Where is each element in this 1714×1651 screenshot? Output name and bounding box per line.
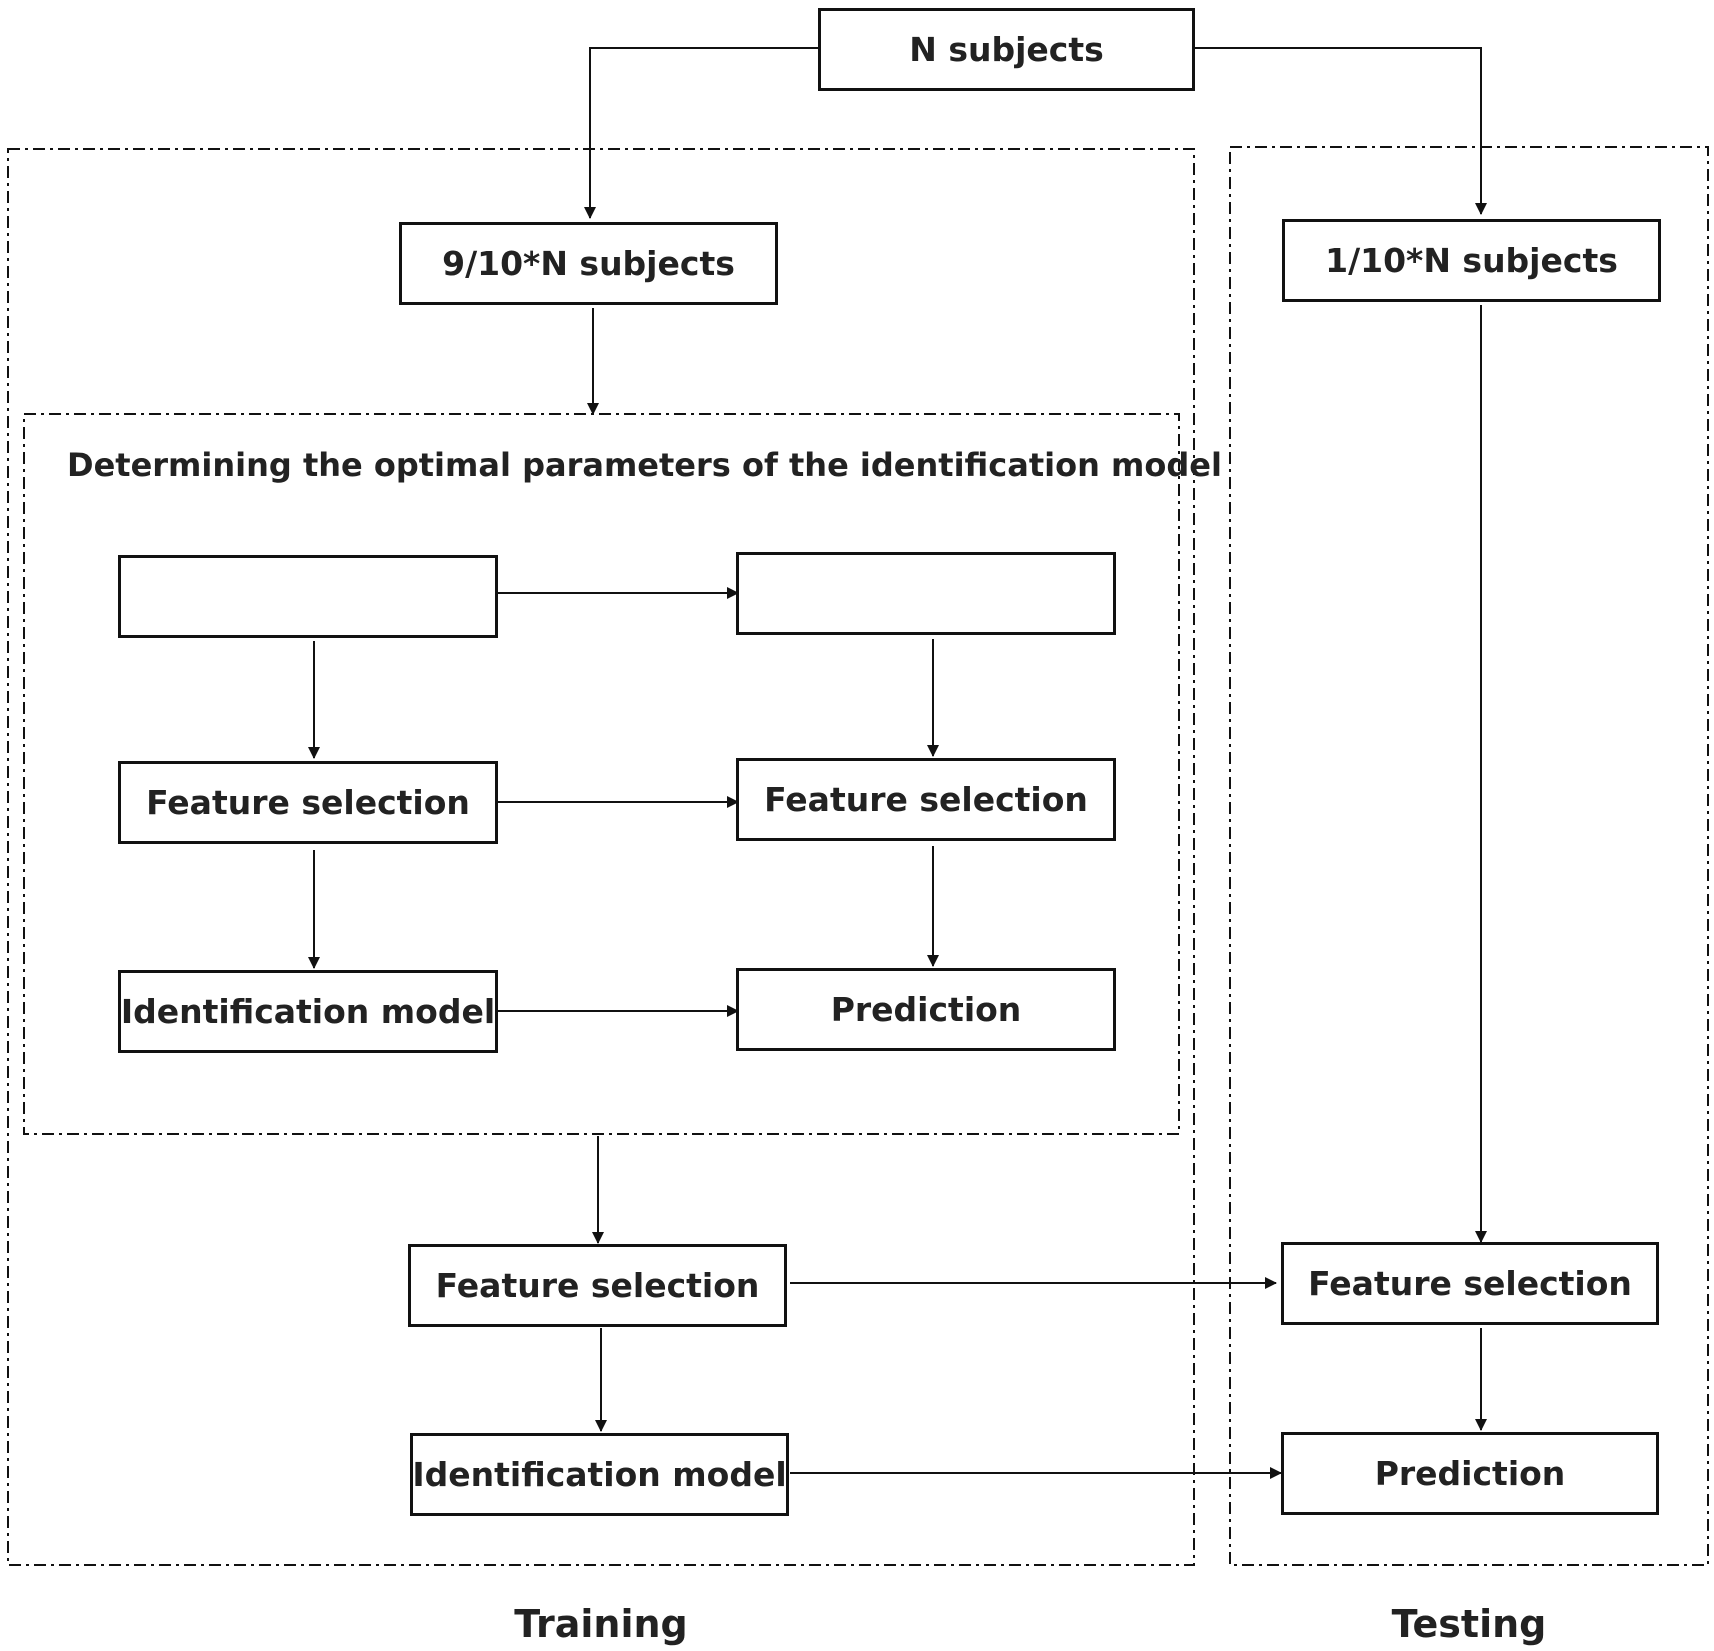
node-inner-feature-selection-right: Feature selection: [736, 758, 1116, 841]
node-inner-prediction: Prediction: [736, 968, 1116, 1051]
node-training-feature-selection: Feature selection: [408, 1244, 787, 1327]
node-testing-prediction: Prediction: [1281, 1432, 1659, 1515]
training-label: Training: [514, 1602, 688, 1646]
testing-group-frame: [1229, 146, 1709, 1566]
node-inner-training-subjects: [118, 555, 498, 638]
node-inner-validation-subjects: [736, 552, 1116, 635]
node-testing-subjects: 1/10*N subjects: [1282, 219, 1661, 302]
node-testing-feature-selection: Feature selection: [1281, 1242, 1659, 1325]
node-inner-identification-model: Identification model: [118, 970, 498, 1053]
node-training-identification-model: Identification model: [410, 1433, 789, 1516]
testing-label: Testing: [1391, 1602, 1547, 1646]
node-training-subjects: 9/10*N subjects: [399, 222, 778, 305]
node-inner-feature-selection-left: Feature selection: [118, 761, 498, 844]
node-n-subjects: N subjects: [818, 8, 1195, 91]
training-group-frame: [7, 148, 1195, 1566]
arrow-n-to-train: [584, 47, 818, 219]
inner-group-title: Determining the optimal parameters of th…: [67, 446, 1222, 484]
inner-group-frame: [23, 413, 1180, 1135]
arrow-n-to-test: [1195, 47, 1487, 215]
